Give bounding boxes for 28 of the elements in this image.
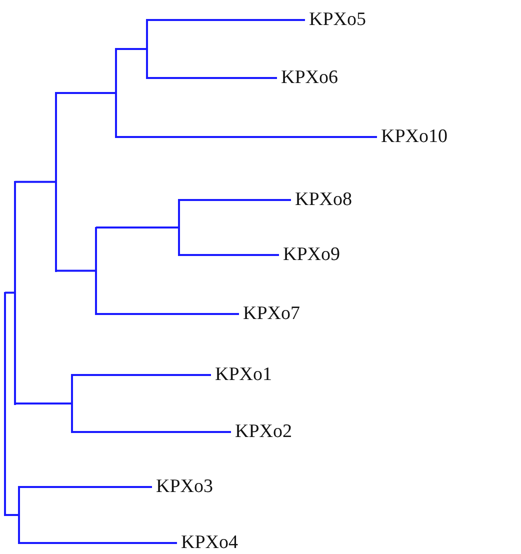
taxon-label: KPXo5	[305, 9, 366, 31]
tree-branch	[116, 136, 377, 138]
tree-branch	[72, 374, 211, 376]
tree-branch	[147, 19, 305, 21]
tree-branch	[19, 542, 177, 544]
tree-branch	[72, 431, 231, 433]
taxon-label: KPXo7	[239, 303, 300, 325]
tree-branch	[147, 77, 277, 79]
tree-branch	[56, 270, 96, 272]
taxon-label: KPXo2	[231, 421, 292, 443]
tree-branch	[5, 514, 19, 516]
tree-branch	[96, 226, 179, 228]
taxon-label: KPXo6	[277, 67, 338, 89]
tree-branch	[179, 199, 291, 201]
taxon-label: KPXo1	[211, 364, 272, 386]
tree-branch	[96, 313, 239, 315]
taxon-label: KPXo10	[377, 126, 448, 148]
taxon-label: KPXo8	[291, 189, 352, 211]
tree-branch	[116, 48, 147, 50]
tree-branch	[5, 292, 15, 294]
tree-branch	[179, 254, 279, 256]
tree-branch	[19, 486, 152, 488]
taxon-label: KPXo9	[279, 244, 340, 266]
taxon-label: KPXo4	[177, 532, 238, 554]
taxon-label: KPXo3	[152, 476, 214, 498]
tree-branch	[56, 92, 116, 94]
tree-branch	[15, 180, 56, 183]
tree-branch	[15, 402, 72, 404]
